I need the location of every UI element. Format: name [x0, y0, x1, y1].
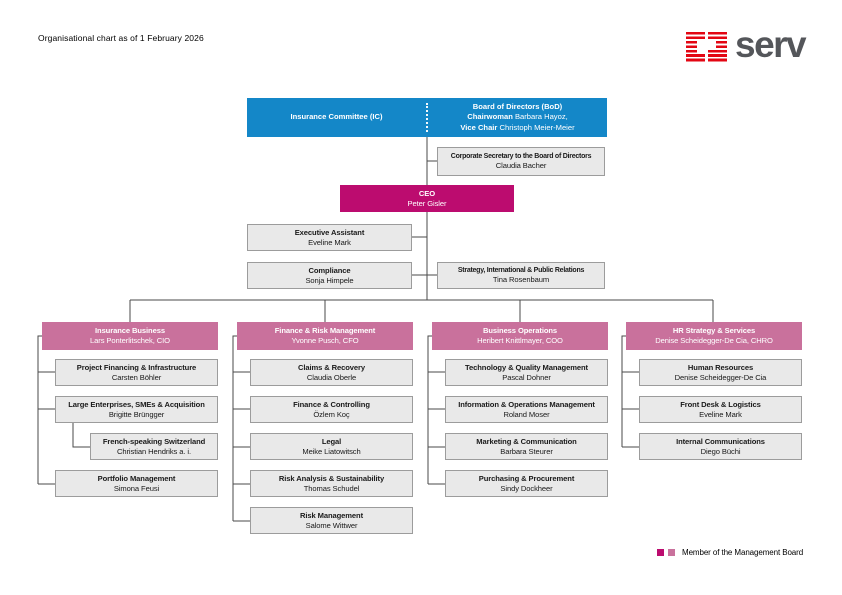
unit-human-resources: Human Resources Denise Scheidegger-De Ci… — [639, 359, 802, 386]
board-chairwoman-line: Chairwoman Barbara Hayoz, — [467, 112, 568, 122]
unit-risk-analysis-sustainability: Risk Analysis & Sustainability Thomas Sc… — [250, 470, 413, 497]
unit-technology-quality-management: Technology & Quality Management Pascal D… — [445, 359, 608, 386]
compliance-box: Compliance Sonja Himpele — [247, 262, 412, 289]
legend: Member of the Management Board — [657, 548, 803, 557]
division-finance-risk-management: Finance & Risk Management Yvonne Pusch, … — [237, 322, 413, 350]
unit-internal-communications: Internal Communications Diego Büchi — [639, 433, 802, 460]
governance-bar: Insurance Committee (IC) Board of Direct… — [247, 98, 607, 137]
logo-stripe-block-right — [708, 32, 727, 63]
legend-square-magenta — [657, 549, 664, 556]
legend-label: Member of the Management Board — [682, 548, 804, 557]
unit-french-speaking-switzerland: French-speaking Switzerland Christian He… — [90, 433, 218, 460]
board-of-directors-box: Board of Directors (BoD) Chairwoman Barb… — [428, 98, 607, 137]
legend-square-pink — [668, 549, 675, 556]
insurance-committee-title: Insurance Committee (IC) — [290, 112, 383, 122]
unit-marketing-communication: Marketing & Communication Barbara Steure… — [445, 433, 608, 460]
division-hr-strategy-services: HR Strategy & Services Denise Scheidegge… — [626, 322, 802, 350]
unit-finance-controlling: Finance & Controlling Özlem Koç — [250, 396, 413, 423]
division-insurance-business: Insurance Business Lars Ponterlitschek, … — [42, 322, 218, 350]
unit-information-operations-management: Information & Operations Management Rola… — [445, 396, 608, 423]
page-title: Organisational chart as of 1 February 20… — [38, 33, 204, 43]
executive-assistant-box: Executive Assistant Eveline Mark — [247, 224, 412, 251]
serv-logo: serv — [686, 24, 807, 65]
board-title: Board of Directors (BoD) — [472, 102, 563, 112]
dotted-divider — [426, 103, 428, 132]
unit-front-desk-logistics: Front Desk & Logistics Eveline Mark — [639, 396, 802, 423]
unit-purchasing-procurement: Purchasing & Procurement Sindy Dockheer — [445, 470, 608, 497]
ceo-box: CEO Peter Gisler — [340, 185, 514, 212]
serv-stripes-icon — [686, 32, 727, 63]
unit-portfolio-management: Portfolio Management Simona Feusi — [55, 470, 218, 497]
corporate-secretary-box: Corporate Secretary to the Board of Dire… — [437, 147, 605, 176]
insurance-committee-box: Insurance Committee (IC) — [247, 98, 426, 137]
unit-legal: Legal Meike Liatowitsch — [250, 433, 413, 460]
unit-risk-management: Risk Management Salome Wittwer — [250, 507, 413, 534]
board-vicechair-line: Vice Chair Christoph Meier-Meier — [460, 122, 575, 132]
unit-project-financing-infrastructure: Project Financing & Infrastructure Carst… — [55, 359, 218, 386]
logo-wordmark: serv — [735, 24, 807, 65]
strategy-international-pr-box: Strategy, International & Public Relatio… — [437, 262, 605, 289]
unit-large-enterprises-smes-acquisition: Large Enterprises, SMEs & Acquisition Br… — [55, 396, 218, 423]
unit-claims-recovery: Claims & Recovery Claudia Oberle — [250, 359, 413, 386]
division-business-operations: Business Operations Heribert Knittlmayer… — [432, 322, 608, 350]
logo-stripe-block-left — [686, 32, 705, 63]
